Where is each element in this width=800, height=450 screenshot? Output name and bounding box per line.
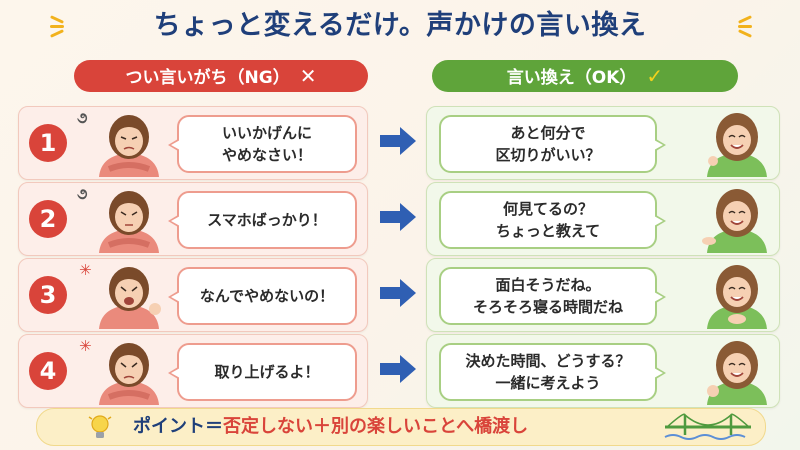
ng-speech-bubble: いいかげんに やめなさい！ bbox=[168, 115, 357, 173]
tangle-icon: ૭ bbox=[77, 185, 88, 203]
ng-phrase-line1: なんでやめないの！ bbox=[199, 287, 335, 305]
ok-header-label: 言い換え（OK） bbox=[506, 68, 637, 88]
ng-speech-bubble: 取り上げるよ！ bbox=[168, 343, 357, 401]
page-title: ちょっと変えるだけ。声かけの言い換え bbox=[153, 10, 647, 41]
mother-smiling-icon bbox=[702, 189, 767, 253]
ng-phrase-line1: スマホばっかり！ bbox=[207, 211, 327, 229]
cross-icon: ✕ bbox=[299, 64, 317, 88]
ng-card-3: 3 ✳ なんでやめないの！ bbox=[18, 258, 368, 332]
ng-header-label: つい言いがち（NG） bbox=[125, 68, 290, 88]
mother-smiling-icon bbox=[707, 265, 767, 329]
ok-phrase-line1: あと何分で bbox=[510, 124, 586, 142]
ng-card-1: 1 ૭ いいかげんに やめなさい！ bbox=[18, 106, 368, 180]
mother-frowning-icon bbox=[99, 115, 159, 177]
anger-icon: ✳ bbox=[79, 261, 92, 279]
mother-smiling-icon bbox=[707, 341, 767, 405]
ng-column-header: つい言いがち（NG） ✕ bbox=[74, 60, 368, 92]
ok-phrase-line2: そろそろ寝る時間だね bbox=[472, 298, 623, 316]
ok-card-1: あと何分で 区切りがいい？ bbox=[426, 106, 780, 180]
arrow-right-icon bbox=[380, 355, 416, 383]
mother-smiling-icon bbox=[707, 113, 767, 177]
ok-column-header: 言い換え（OK） ✓ bbox=[432, 60, 738, 92]
anger-icon: ✳ bbox=[79, 337, 92, 355]
arrow-right-icon bbox=[380, 279, 416, 307]
lightbulb-icon bbox=[88, 415, 112, 438]
ok-phrase-line1: 面白そうだね。 bbox=[495, 276, 601, 294]
ok-card-2: 何見てるの？ ちょっと教えて bbox=[426, 182, 780, 256]
arrow-right-icon bbox=[380, 127, 416, 155]
ng-phrase-line1: いいかげんに bbox=[221, 124, 312, 142]
ng-card-4: 4 ✳ 取り上げるよ！ bbox=[18, 334, 368, 408]
ok-card-4: 決めた時間、どうする？ 一緒に考えよう bbox=[426, 334, 780, 408]
key-point-highlight: 否定しない＋別の楽しいことへ橋渡し bbox=[223, 416, 529, 437]
sigh-icon: ૭ bbox=[77, 109, 88, 127]
mother-shouting-icon bbox=[99, 267, 161, 329]
arrow-right-icon bbox=[380, 203, 416, 231]
row-number-badge: 4 bbox=[29, 352, 67, 390]
key-point-banner: ポイント＝否定しない＋別の楽しいことへ橋渡し bbox=[36, 408, 766, 446]
check-icon: ✓ bbox=[646, 64, 664, 88]
bridge-icon bbox=[664, 413, 751, 440]
mother-angry-icon bbox=[99, 343, 159, 405]
key-point-prefix: ポイント＝ bbox=[133, 416, 223, 437]
ng-speech-bubble: スマホばっかり！ bbox=[168, 191, 357, 249]
ok-card-3: 面白そうだね。 そろそろ寝る時間だね bbox=[426, 258, 780, 332]
sparkle-left-icon bbox=[50, 14, 64, 39]
key-point-text: ポイント＝否定しない＋別の楽しいことへ橋渡し bbox=[133, 409, 528, 445]
ok-phrase-line1: 決めた時間、どうする？ bbox=[465, 352, 631, 370]
ok-speech-bubble: 何見てるの？ ちょっと教えて bbox=[439, 191, 666, 249]
row-number-badge: 2 bbox=[29, 200, 67, 238]
row-number-badge: 3 bbox=[29, 276, 67, 314]
ok-speech-bubble: 面白そうだね。 そろそろ寝る時間だね bbox=[439, 267, 666, 325]
ng-card-2: 2 ૭ スマホばっかり！ bbox=[18, 182, 368, 256]
row-number-badge: 1 bbox=[29, 124, 67, 162]
ng-phrase-line2: やめなさい！ bbox=[221, 146, 312, 164]
ok-phrase-line2: 区切りがいい？ bbox=[495, 146, 601, 164]
ok-phrase-line1: 何見てるの？ bbox=[502, 200, 593, 218]
ok-phrase-line2: 一緒に考えよう bbox=[495, 374, 601, 392]
ng-speech-bubble: なんでやめないの！ bbox=[168, 267, 357, 325]
mother-frowning-icon bbox=[99, 191, 159, 253]
ok-phrase-line2: ちょっと教えて bbox=[495, 222, 601, 240]
ng-phrase-line1: 取り上げるよ！ bbox=[214, 363, 320, 381]
sparkle-right-icon bbox=[738, 14, 752, 39]
ok-speech-bubble: あと何分で 区切りがいい？ bbox=[439, 115, 666, 173]
ok-speech-bubble: 決めた時間、どうする？ 一緒に考えよう bbox=[439, 343, 666, 401]
